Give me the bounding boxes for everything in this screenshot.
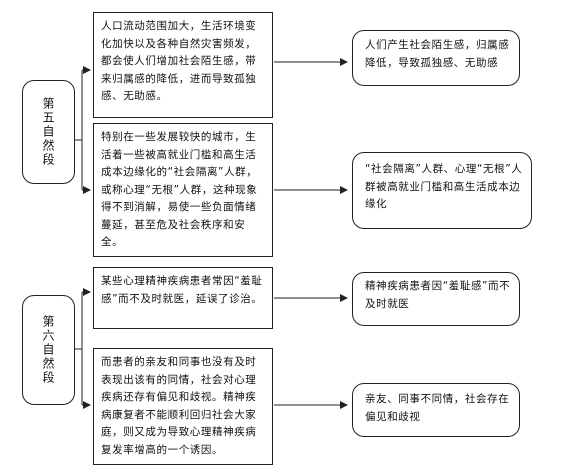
middle-box-4: 而患者的亲友和同事也没有及时表现出该有的同情，社会对心理疾病还存有偏见和歧视。精… xyxy=(93,348,273,465)
paragraph-6-label: 第六自然段 xyxy=(22,295,75,405)
summary-box-2: “社会隔离”人群、心理“无根”人群被高就业门槛和高生活成本边缘化 xyxy=(352,152,532,229)
paragraph-5-label: 第五自然段 xyxy=(22,80,75,184)
summary-box-4: 亲友、同事不同情，社会存在偏见和歧视 xyxy=(352,383,520,437)
summary-box-1: 人们产生社会陌生感，归属感降低，导致孤独感、无助感 xyxy=(352,30,520,86)
summary-box-3: 精神疾病患者因“羞耻感”而不及时就医 xyxy=(352,272,520,326)
middle-box-2: 特别在一些发展较快的城市，生活着一些被高就业门槛和高生活成本边缘化的“社会隔离”… xyxy=(93,123,273,257)
middle-box-1: 人口流动范围加大，生活环境变化加快以及各种自然灾害频发，都会使人们增加社会陌生感… xyxy=(93,12,273,118)
middle-box-3: 某些心理精神疾病患者常因“羞耻感”而不及时就医，延误了诊治。 xyxy=(93,267,273,329)
